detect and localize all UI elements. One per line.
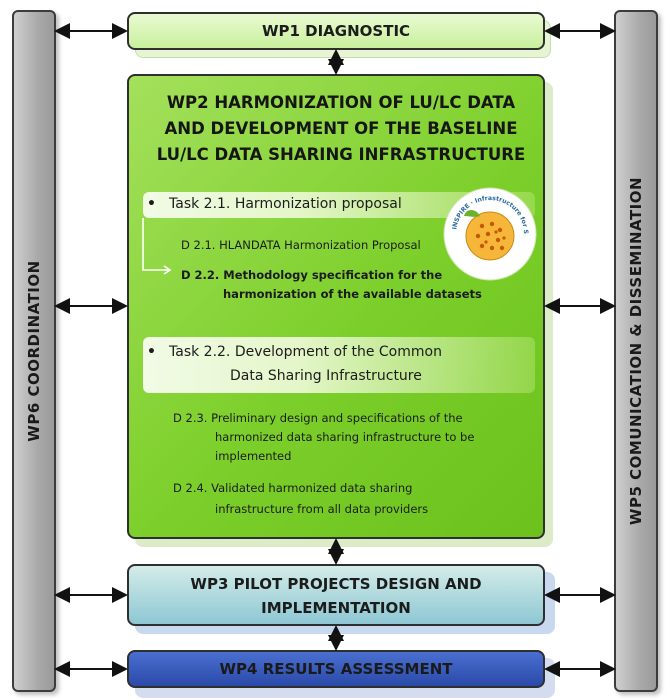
wp3-label-line1: WP3 PILOT PROJECTS DESIGN AND: [190, 575, 482, 593]
wp3-box: WP3 PILOT PROJECTS DESIGN AND IMPLEMENTA…: [127, 564, 545, 626]
deliverable-2-4-line2: infrastructure from all data providers: [215, 502, 429, 516]
task-2-2-label-line2: Data Sharing Infrastructure: [230, 368, 422, 384]
deliverable-2-3-line2: harmonized data sharing infrastructure t…: [215, 430, 475, 444]
wp2-title-line: LU/LC DATA SHARING INFRASTRUCTURE: [156, 145, 526, 164]
wp2-box: WP2 HARMONIZATION OF LU/LC DATA AND DEVE…: [127, 74, 545, 539]
task-2-2-label-line1: Task 2.2. Development of the Common: [169, 344, 442, 360]
wp4-label: WP4 RESULTS ASSESSMENT: [219, 660, 453, 678]
wp1-box: WP1 DIAGNOSTIC: [127, 12, 545, 50]
task-2-1-bullet: •: [147, 196, 156, 212]
task-2-2-bullet: •: [147, 344, 156, 360]
wp3-label-line2: IMPLEMENTATION: [261, 599, 411, 617]
wp6-coordination-bar: WP6 COORDINATION: [12, 10, 56, 692]
wp2-title: WP2 HARMONIZATION OF LU/LC DATA AND DEVE…: [149, 90, 533, 168]
deliverable-2-2-line2: harmonization of the available datasets: [223, 287, 482, 301]
task-2-1-label: Task 2.1. Harmonization proposal: [169, 196, 402, 212]
deliverable-2-3-line3: implemented: [215, 449, 292, 463]
inspire-logo-icon: INSPIRE · Infrastructure for Spatial Inf…: [442, 186, 537, 281]
wp4-box: WP4 RESULTS ASSESSMENT: [127, 650, 545, 688]
wp5-dissemination-bar: WP5 COMUNICATION & DISSEMINATION: [614, 10, 658, 692]
deliverable-2-2-line1: D 2.2. Methodology specification for the: [181, 268, 443, 282]
deliverable-connector: [142, 218, 170, 271]
deliverable-connector-head: [163, 265, 172, 275]
wp2-title-line: AND DEVELOPMENT OF THE BASELINE: [164, 119, 518, 138]
wp2-title-line: WP2 HARMONIZATION OF LU/LC DATA: [166, 93, 516, 112]
deliverable-2-3-line1: D 2.3. Preliminary design and specificat…: [173, 411, 463, 425]
wp1-label: WP1 DIAGNOSTIC: [261, 22, 411, 40]
task-2-2-box: [143, 337, 535, 393]
deliverable-2-4-line1: D 2.4. Validated harmonized data sharing: [173, 481, 413, 495]
deliverable-2-1: D 2.1. HLANDATA Harmonization Proposal: [181, 238, 421, 252]
